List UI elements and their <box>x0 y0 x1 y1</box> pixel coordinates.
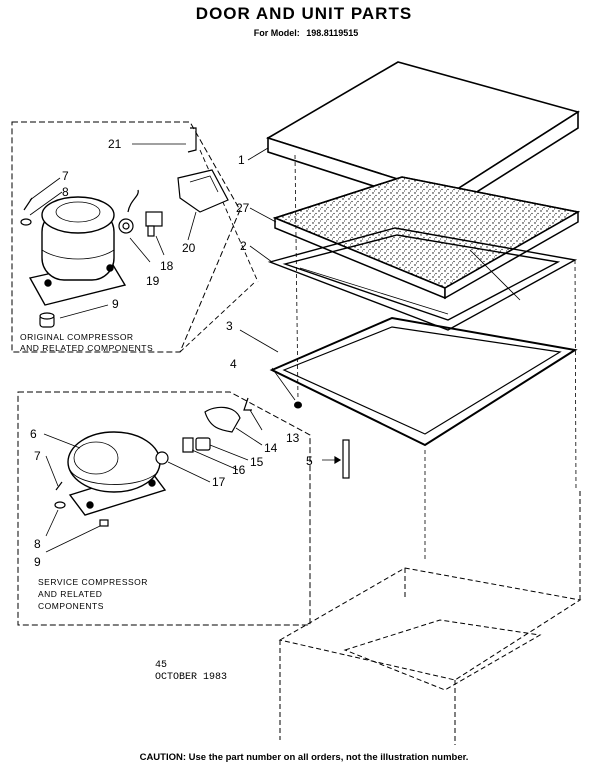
clip-part-13 <box>243 397 252 411</box>
callout-2: 2 <box>240 239 247 253</box>
insulation-panel-part-27 <box>272 176 581 300</box>
clip-part-7-service <box>55 481 63 491</box>
gasket-part-3 <box>269 316 578 447</box>
service-compressor-box <box>17 391 311 626</box>
cover-part-15 <box>195 437 211 451</box>
callout-3: 3 <box>226 319 233 333</box>
grommet-part-9-original <box>39 312 55 328</box>
page-title: DOOR AND UNIT PARTS <box>195 4 413 23</box>
model-label: For Model: <box>253 28 300 38</box>
caution-note: CAUTION: Use the part number on all orde… <box>139 752 469 763</box>
leader-lines <box>29 143 279 553</box>
overload-part-18 <box>145 211 163 237</box>
callout-9-original: 9 <box>112 297 119 311</box>
washer-part-8-service <box>54 501 66 509</box>
screw-part-4 <box>271 367 302 409</box>
relay-part-19 <box>118 189 139 234</box>
callout-14: 14 <box>264 441 278 455</box>
hinge-part-5 <box>322 439 350 479</box>
callout-7-original: 7 <box>62 169 69 183</box>
callout-8-service: 8 <box>34 537 41 551</box>
callout-13: 13 <box>286 431 300 445</box>
footer-code: 45 <box>155 660 168 671</box>
original-box-label-line2: AND RELATED COMPONENTS <box>20 343 153 353</box>
callout-15: 15 <box>250 455 264 469</box>
service-box-label-line3: COMPONENTS <box>38 601 104 611</box>
callout-17: 17 <box>212 475 226 489</box>
relay-part-17 <box>155 451 169 465</box>
callout-27: 27 <box>236 201 250 215</box>
washer-part-8-original <box>20 218 32 226</box>
service-box-label-line1: SERVICE COMPRESSOR <box>38 577 148 587</box>
overload-part-16 <box>182 437 194 453</box>
callout-18: 18 <box>160 259 174 273</box>
callout-1: 1 <box>238 153 245 167</box>
footer-note: 45 OCTOBER 1983 <box>155 660 227 684</box>
callout-19: 19 <box>146 274 160 288</box>
service-box-label-line2: AND RELATED <box>38 589 102 599</box>
service-compressor <box>67 431 167 516</box>
cover-part-14 <box>204 406 241 433</box>
callout-21: 21 <box>108 137 122 151</box>
alignment-lines <box>294 154 577 560</box>
callout-5: 5 <box>306 454 313 468</box>
cover-part-20 <box>177 169 229 213</box>
callout-6: 6 <box>30 427 37 441</box>
callout-20: 20 <box>182 241 196 255</box>
callout-8-original: 8 <box>62 185 69 199</box>
callout-7-service: 7 <box>34 449 41 463</box>
original-compressor-box <box>11 121 241 353</box>
bracket-part-21 <box>187 127 197 153</box>
model-line: For Model: 198.8119515 <box>0 28 608 38</box>
original-box-label-line1: ORIGINAL COMPRESSOR <box>20 332 134 342</box>
original-compressor <box>28 196 127 306</box>
footer-date: OCTOBER 1983 <box>155 672 228 683</box>
model-number: 198.8119515 <box>306 28 359 38</box>
callout-16: 16 <box>232 463 246 477</box>
callout-9-service: 9 <box>34 555 41 569</box>
grommet-part-9-service <box>99 519 109 527</box>
callout-4: 4 <box>230 357 237 371</box>
cabinet-body <box>278 490 582 745</box>
